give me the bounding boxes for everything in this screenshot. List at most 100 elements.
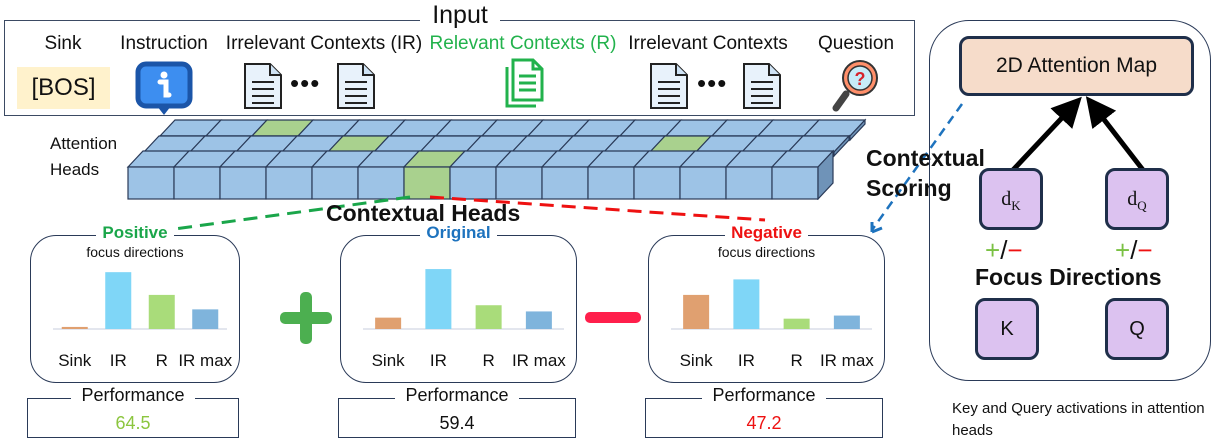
x-tick-label: Sink	[58, 351, 92, 370]
magnifier-question-icon: ?	[832, 60, 878, 112]
dq-focus-sign: +/−	[1115, 237, 1153, 263]
dq-subscript: Q	[1137, 198, 1147, 213]
performance-title: Performance	[339, 385, 575, 405]
panel-caption: Key and Query activations in attention h…	[952, 400, 1205, 439]
x-tick-label: R	[790, 351, 803, 370]
x-tick-label: IR	[429, 351, 447, 370]
ellipsis-dots: •••	[697, 68, 728, 98]
negative-chart	[671, 279, 872, 330]
irrelevant-contexts-label: Irrelevant Contexts	[628, 33, 788, 54]
positive-title: Positive	[96, 223, 174, 242]
original-performance-box: Performance 59.4	[338, 385, 576, 438]
attention-label-line2: Heads	[50, 160, 100, 179]
bar-ir-max	[192, 309, 219, 329]
minus-sign: −	[1007, 235, 1023, 265]
attention-heads-label: Attention Heads	[50, 131, 117, 183]
attention-head	[173, 166, 221, 200]
positive-subtitle: focus directions	[86, 244, 184, 260]
positive-chart	[53, 272, 227, 330]
slash: /	[1000, 235, 1008, 265]
attention-head	[771, 166, 819, 200]
bar-ir	[425, 269, 452, 329]
document-icon	[650, 63, 688, 109]
x-tick-label: R	[155, 351, 168, 370]
attention-head	[265, 166, 313, 200]
attention-head	[725, 166, 773, 200]
negative-title: Negative	[725, 223, 808, 242]
bos-token: [BOS]	[17, 67, 110, 109]
document-icon	[743, 63, 781, 109]
dk-box: dK	[979, 168, 1043, 230]
negative-performance-value: 47.2	[746, 413, 782, 433]
input-title: Input	[0, 1, 920, 29]
bar-sink	[375, 317, 402, 329]
attention-heads-grid	[126, 118, 867, 200]
plus-sign: +	[1115, 235, 1131, 265]
x-tick-label: Sink	[371, 351, 405, 370]
dk-text: d	[1001, 188, 1012, 210]
contextual-heads-label: Contextual Heads	[326, 200, 521, 226]
dq-box: dQ	[1105, 168, 1169, 230]
bar-sink	[683, 294, 710, 329]
attention-map-box: 2D Attention Map	[959, 36, 1194, 96]
slash: /	[1130, 235, 1138, 265]
relevant-contexts-label: Relevant Contexts (R)	[429, 33, 617, 54]
dk-arrow	[1011, 96, 1082, 172]
attention-head	[127, 166, 175, 200]
attention-head	[679, 166, 727, 200]
irrelevant-contexts-ir-label: Irrelevant Contexts (IR)	[225, 33, 423, 54]
contextual-head	[403, 166, 451, 200]
plus-operator-icon	[280, 292, 332, 344]
k-box: K	[975, 298, 1039, 360]
attention-head	[449, 166, 497, 200]
svg-text:?: ?	[855, 69, 866, 89]
original-title-wrap: Original	[341, 223, 576, 242]
minus-operator-icon	[585, 312, 641, 323]
minus-sign: −	[1137, 235, 1153, 265]
plus-sign: +	[985, 235, 1001, 265]
positive-performance-box: Performance 64.5	[27, 385, 239, 438]
sink-label: Sink	[44, 33, 82, 54]
document-icon	[337, 63, 375, 109]
original-performance-value: 59.4	[439, 413, 475, 433]
negative-subtitle: focus directions	[717, 244, 816, 260]
dk-subscript: K	[1011, 198, 1021, 213]
q-box: Q	[1105, 298, 1169, 360]
bar-r	[475, 305, 502, 329]
attention-head	[219, 166, 267, 200]
dk-focus-sign: +/−	[985, 237, 1023, 263]
dq-text: d	[1127, 188, 1138, 210]
x-tick-label: R	[482, 351, 495, 370]
heads-row-side	[817, 149, 834, 200]
attention-head	[311, 166, 359, 200]
kq-activation-panel	[929, 20, 1211, 381]
heads-row-front	[126, 149, 835, 200]
x-tick-label: IR max	[178, 351, 233, 370]
negative-title-wrap: Negative	[649, 223, 884, 242]
original-chart	[363, 269, 564, 330]
contextual-scoring-line2: Scoring	[866, 175, 952, 201]
attention-head	[357, 166, 405, 200]
instruction-label: Instruction	[120, 33, 208, 54]
x-tick-label: IR	[737, 351, 755, 370]
negative-performance-box: Performance 47.2	[645, 385, 883, 438]
heads-row-side	[849, 118, 866, 142]
performance-title: Performance	[646, 385, 882, 405]
original-title: Original	[420, 223, 497, 242]
performance-label: Performance	[702, 385, 826, 405]
document-stack-icon	[505, 58, 544, 108]
attention-head	[495, 166, 543, 200]
attention-head	[587, 166, 635, 200]
x-tick-label: IR max	[819, 351, 874, 370]
performance-title: Performance	[28, 385, 238, 405]
contextual-scoring-line1: Contextual	[866, 145, 985, 171]
heads-row-side	[833, 134, 850, 158]
attention-head	[633, 166, 681, 200]
bar-ir-max	[833, 315, 860, 329]
dq-arrow	[1085, 96, 1145, 172]
negative-chart-panel: Negative focus directions Sink IR R IR max	[648, 223, 885, 383]
x-tick-label: Sink	[679, 351, 713, 370]
bar-ir	[733, 279, 760, 329]
